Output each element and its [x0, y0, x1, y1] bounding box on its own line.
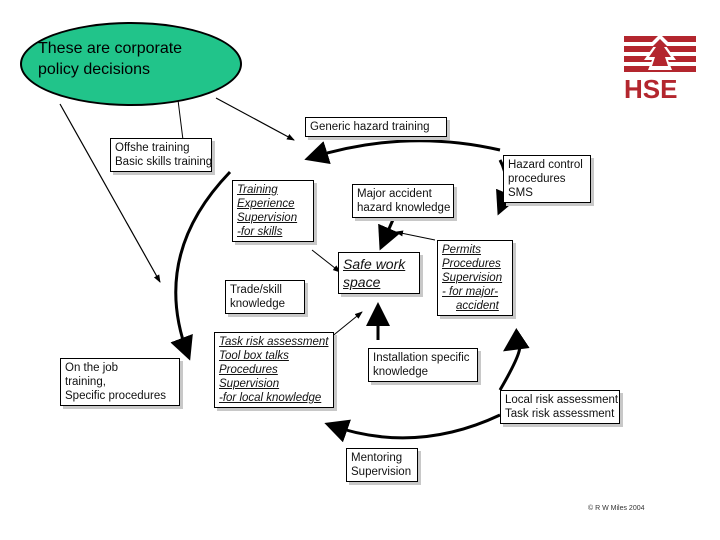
box-permits: Permits Procedures Supervision - for maj… [437, 240, 513, 316]
box-on-the-job: On the job training, Specific procedures [60, 358, 180, 406]
logo-text: HSE [624, 74, 678, 104]
callout-pointer-onjob [59, 103, 161, 283]
box-generic-hazard-training: Generic hazard training [305, 117, 447, 137]
box-local-risk: Local risk assessment Task risk assessme… [500, 390, 620, 424]
arc-top [304, 139, 501, 165]
box-major-accident: Major accident hazard knowledge [352, 184, 454, 218]
box-task-risk: Task risk assessment Tool box talks Proc… [214, 332, 334, 408]
copyright-text: © R W Miles 2004 [588, 505, 645, 512]
arc-right-lower [498, 328, 530, 391]
hse-logo-icon [624, 34, 696, 72]
corporate-policy-callout [20, 22, 242, 106]
line-training-to-safe [311, 249, 341, 273]
callout-text: These are corporate policy decisions [38, 40, 183, 78]
line-task-to-safe [329, 311, 363, 339]
box-offshore-training: Offshe training Basic skills training [110, 138, 212, 172]
line-permits-to-safe [395, 230, 436, 241]
box-hazard-control: Hazard control procedures SMS [503, 155, 591, 203]
callout-pointer-generic [215, 97, 295, 141]
box-mentoring: Mentoring Supervision [346, 448, 418, 482]
box-training-experience: Training Experience Supervision -for ski… [232, 180, 314, 242]
arc-left-upper [170, 170, 232, 361]
arrow-major-to-safe [378, 214, 401, 251]
box-safe-work-space: Safe work space [338, 252, 420, 294]
arc-bottom [324, 413, 501, 443]
box-installation-specific: Installation specific knowledge [368, 348, 478, 382]
box-trade-skill: Trade/skill knowledge [225, 280, 305, 314]
